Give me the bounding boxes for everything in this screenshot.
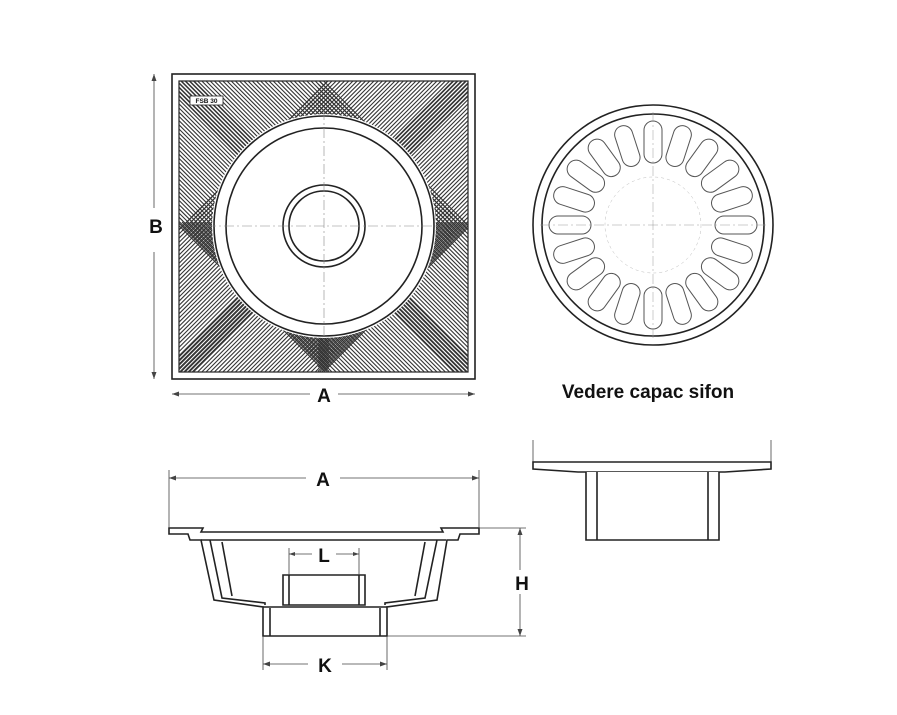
- cover-rib: [711, 237, 753, 264]
- top-view: FSB 30 B A: [149, 73, 476, 407]
- cover-rib: [566, 159, 606, 193]
- dimension-h: H: [387, 527, 529, 637]
- cover-rib: [665, 283, 692, 325]
- dimension-a-top: A: [172, 386, 475, 407]
- grate-inner-frame: [178, 80, 469, 373]
- model-badge: FSB 30: [189, 95, 224, 106]
- cover-rib: [711, 186, 753, 213]
- svg-text:FSB 30: FSB 30: [195, 98, 217, 105]
- cover-side-stem: [585, 472, 720, 541]
- body-spigot: [282, 574, 366, 606]
- svg-text:L: L: [318, 546, 330, 567]
- cover-view: Vedere capac sifon: [532, 104, 774, 403]
- dimension-l: L: [288, 546, 360, 575]
- side-section: A L H K: [168, 470, 529, 677]
- cover-rib: [587, 272, 621, 312]
- svg-text:A: A: [317, 386, 331, 407]
- dimension-b: B: [149, 74, 163, 379]
- cover-rib: [665, 125, 692, 167]
- svg-text:K: K: [318, 656, 332, 677]
- cover-rib: [685, 272, 719, 312]
- cover-side-view: [532, 440, 772, 541]
- cover-rib: [587, 138, 621, 178]
- cover-rib: [553, 237, 595, 264]
- cover-rib: [700, 159, 740, 193]
- dimension-a-side: A: [168, 470, 480, 528]
- svg-text:B: B: [149, 217, 163, 238]
- cover-ribs: [548, 120, 758, 330]
- cover-side-top: [532, 461, 772, 473]
- cover-rib: [553, 186, 595, 213]
- cover-center: [604, 176, 702, 274]
- cover-rib: [614, 125, 641, 167]
- cover-caption: Vedere capac sifon: [562, 382, 734, 403]
- cover-rib: [700, 257, 740, 291]
- cover-rib: [566, 257, 606, 291]
- cover-rib: [614, 283, 641, 325]
- cover-rib: [685, 138, 719, 178]
- svg-text:A: A: [316, 470, 330, 491]
- dimension-k: K: [262, 636, 388, 677]
- svg-text:H: H: [515, 574, 529, 595]
